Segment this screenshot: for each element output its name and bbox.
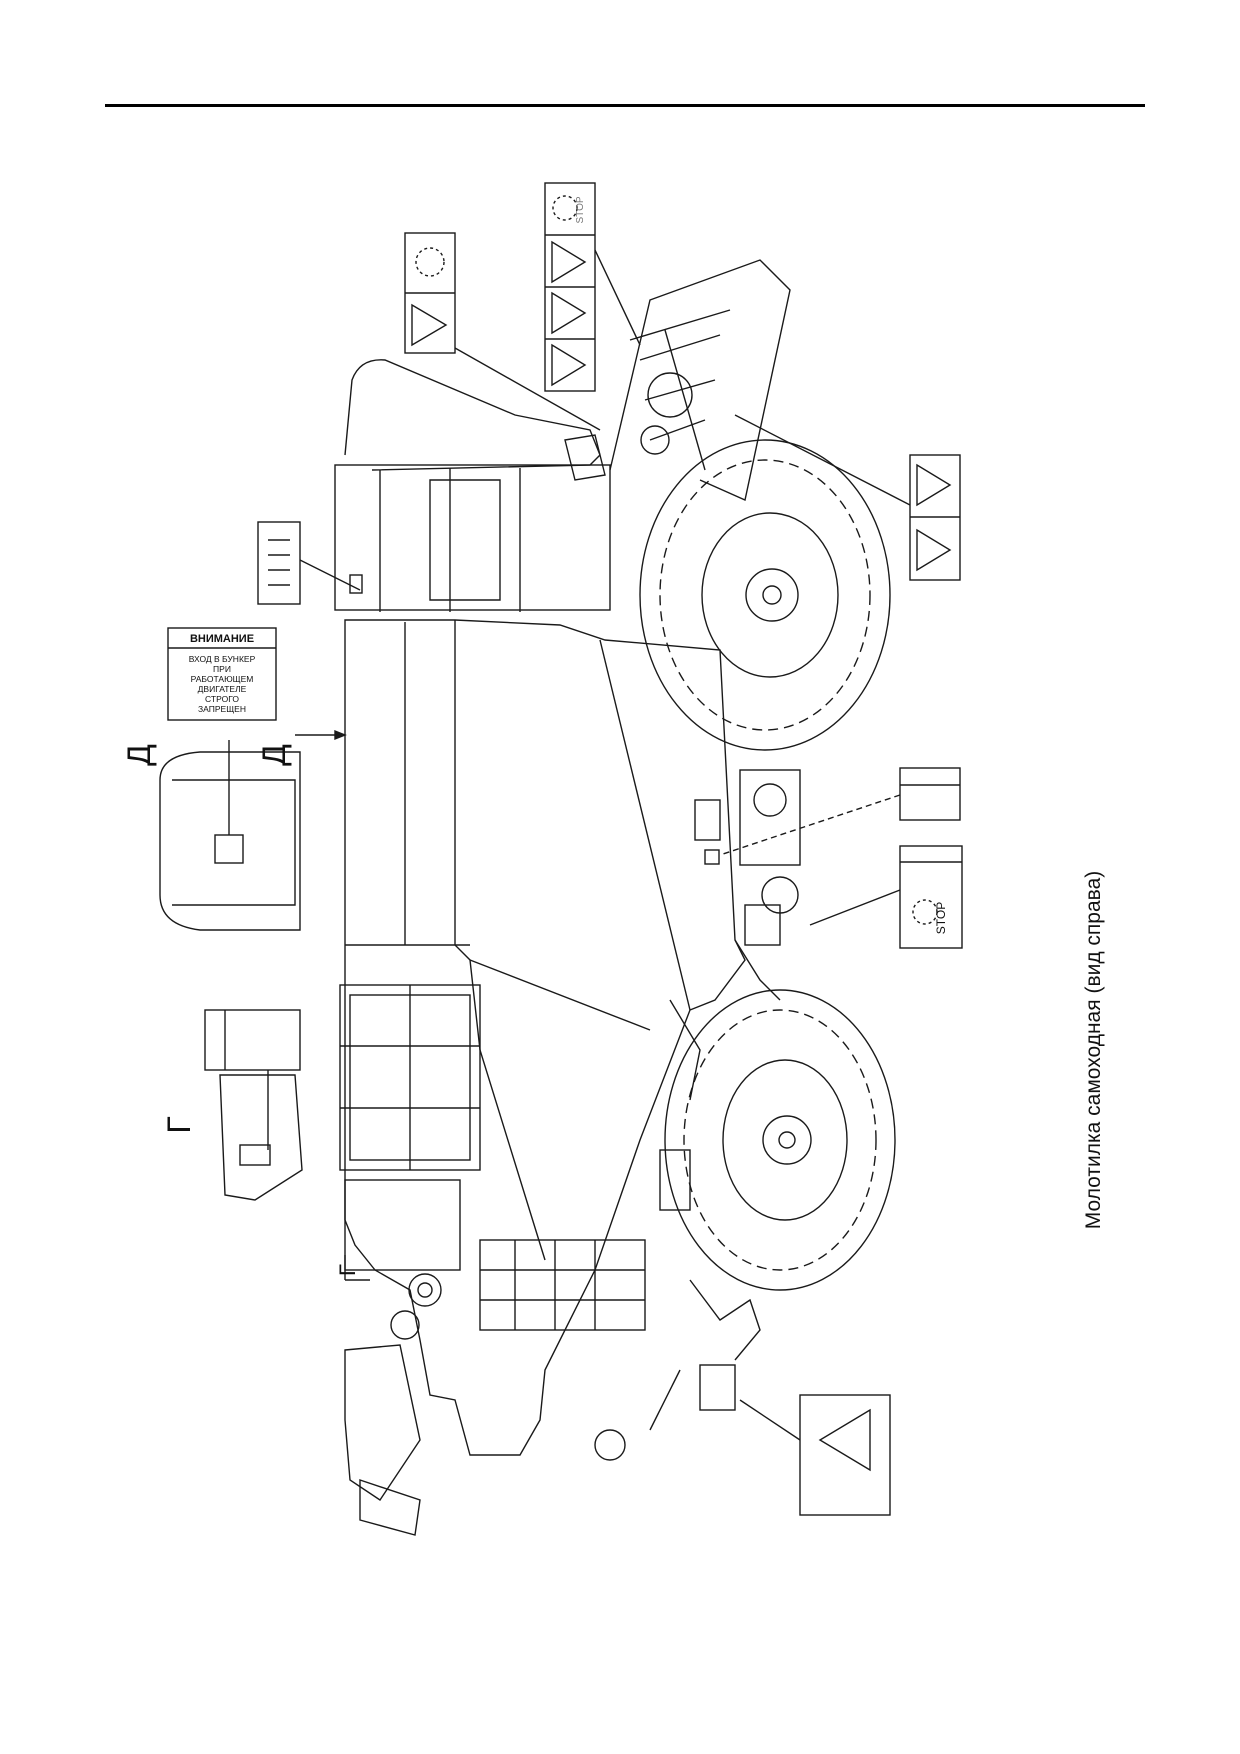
figure-caption: Молотилка самоходная (вид справа) xyxy=(1082,870,1105,1230)
hopper-notice-line-5: СТРОГО xyxy=(205,694,239,704)
hopper-door-view xyxy=(159,751,301,931)
decal-rear-hand xyxy=(204,1009,301,1071)
view-marker-g-body: Г xyxy=(335,1264,360,1276)
stop-label-top: STOP xyxy=(575,196,586,223)
view-marker-g: Г xyxy=(161,1116,197,1133)
header-rule xyxy=(105,104,1145,107)
rear-wheel xyxy=(664,989,896,1291)
hopper-notice-heading: ВНИМАНИЕ xyxy=(190,633,254,645)
stop-label-bottom: STOP xyxy=(934,902,948,934)
decal-hopper-notice xyxy=(167,627,277,721)
machine-body xyxy=(334,259,801,1536)
view-marker-d-body: Д xyxy=(256,744,292,766)
hopper-notice-line-3: РАБОТАЮЩЕМ xyxy=(191,674,254,684)
view-marker-d-top: Д xyxy=(121,744,157,766)
cab xyxy=(334,464,611,611)
decal-header-hazards xyxy=(544,182,596,392)
decal-warning-triangle xyxy=(799,1394,891,1516)
hopper-notice-line-6: ЗАПРЕЩЕН xyxy=(198,704,246,714)
decal-cab-door xyxy=(257,521,301,605)
rear-hatch-view xyxy=(219,1074,303,1201)
hopper-notice-line-4: ДВИГАТЕЛЕ xyxy=(198,684,247,694)
decal-info-small xyxy=(899,767,961,821)
decal-cutter-hazards xyxy=(909,454,961,581)
hopper-notice-line-2: ПРИ xyxy=(213,664,231,674)
decal-cab-rotation xyxy=(404,232,456,354)
hull-outline xyxy=(344,619,746,1456)
front-wheel xyxy=(639,439,891,751)
cab-roof xyxy=(344,359,601,456)
hopper-notice-line-1: ВХОД В БУНКЕР xyxy=(189,654,256,664)
ladder xyxy=(479,1239,646,1331)
decal-stop xyxy=(899,845,963,949)
